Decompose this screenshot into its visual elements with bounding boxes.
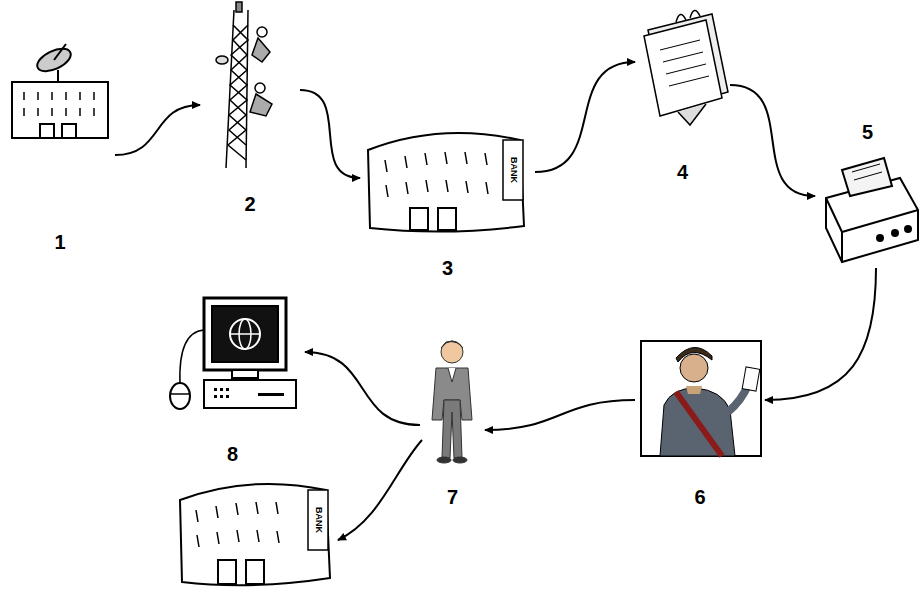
- flow-arrow: [730, 85, 815, 196]
- callout-number: 4: [635, 162, 730, 182]
- courier-picture: [641, 341, 761, 456]
- bank-sign-text: BANK: [509, 157, 518, 183]
- flow-arrow: [765, 268, 876, 400]
- bank-building: [180, 484, 330, 585]
- callout-number: 2: [200, 194, 300, 214]
- document-book: [644, 10, 728, 125]
- callout-number: 5: [815, 122, 920, 142]
- callout-number: 3: [360, 258, 535, 278]
- callout-number: 6: [635, 487, 765, 507]
- icon-node: 2: [200, 2, 300, 214]
- callout-number: 1: [5, 232, 115, 252]
- callout-number: 8: [160, 444, 305, 464]
- icon-node: 5: [815, 122, 920, 268]
- icon-node: 7: [420, 330, 485, 507]
- station-building: [12, 44, 108, 138]
- flow-arrow: [305, 352, 420, 425]
- icon-node: 1: [5, 40, 115, 252]
- icon-node: 4: [635, 2, 730, 182]
- flow-arrow: [338, 440, 422, 540]
- flow-arrow: [300, 90, 360, 178]
- bank-sign-text: BANK: [314, 507, 323, 533]
- callout-number: 7: [420, 487, 485, 507]
- flow-arrow: [485, 400, 635, 430]
- internet-computer: [170, 298, 296, 409]
- relay-tower: [216, 2, 272, 168]
- customer-person: [432, 341, 472, 463]
- bank-building: [368, 133, 524, 232]
- printer-device: [826, 158, 918, 262]
- icon-node: 8: [160, 292, 305, 464]
- flow-arrow: [535, 62, 635, 172]
- icon-node: 6: [635, 335, 765, 507]
- flow-arrow: [115, 105, 200, 155]
- icon-node: 3: [360, 128, 535, 278]
